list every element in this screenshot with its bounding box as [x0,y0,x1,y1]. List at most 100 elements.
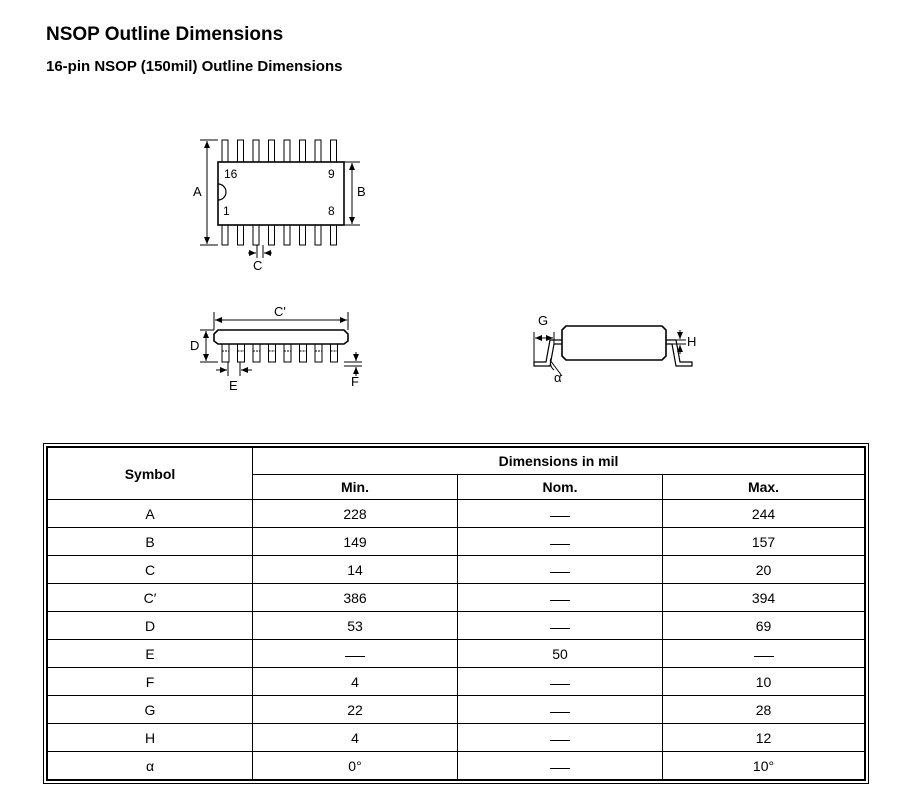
cell-nom [457,667,663,696]
cell-symbol: D [46,611,253,640]
side-pin-lead [314,343,323,363]
pin-lead [252,224,260,246]
cell-max: 12 [662,723,866,752]
cell-symbol: α [46,751,253,781]
symbol-column-header: Symbol [46,446,253,500]
not-specified-dash [550,684,570,686]
side-pin-lead [268,343,276,363]
pin-lead [268,139,275,163]
not-specified-dash [550,600,570,602]
side-pin-lead [252,343,261,363]
cell-nom [457,499,663,528]
pin-lead [330,139,337,163]
cell-max: 69 [662,611,866,640]
pin-8-label: 8 [328,204,335,218]
outline-drawing: 16 9 1 8 A B C C' D [190,139,696,393]
not-specified-dash [550,544,570,546]
cell-max: 10 [662,667,866,696]
pin-lead [330,224,337,246]
cell-nom [457,555,663,584]
dimension-b-label: B [357,184,366,199]
cell-min: 149 [252,527,458,556]
not-specified-dash [345,656,365,658]
dimensions-table: Symbol Dimensions in mil Min. Nom. Max. … [43,443,869,784]
not-specified-dash [753,656,774,658]
cell-min: 22 [252,695,458,724]
top-view: 16 9 1 8 A B C [193,139,366,273]
not-specified-dash [550,768,570,770]
pin-lead [268,224,275,246]
angle-alpha-label: α [554,370,562,385]
cell-symbol: E [46,639,253,668]
page-title: NSOP Outline Dimensions [46,24,284,45]
page-subtitle: 16-pin NSOP (150mil) Outline Dimensions [46,58,343,75]
cell-nom: 50 [457,639,663,668]
cell-min: 0° [252,751,458,781]
cell-symbol: B [46,527,253,556]
pin-lead [221,139,229,163]
table-row: C′386 394 [46,583,866,612]
side-view-pins [221,343,338,363]
cell-symbol: G [46,695,253,724]
pin1-notch [217,183,227,201]
pin-lead [237,224,244,246]
cell-nom [457,723,663,752]
end-view: G H α [533,313,696,385]
cell-min [252,639,458,668]
not-specified-dash [550,712,570,714]
cell-max: 10° [662,751,866,781]
pin-lead [314,224,322,246]
not-specified-dash [550,628,570,630]
pin-lead [283,224,291,246]
pin-lead [237,139,244,163]
cell-min: 228 [252,499,458,528]
dimension-c-label: C [253,258,262,273]
side-pin-lead [237,343,245,363]
cell-min: 4 [252,723,458,752]
dimension-g-label: G [538,313,548,328]
not-specified-dash [550,516,570,518]
dimension-c-prime-label: C' [274,304,286,319]
cell-symbol: H [46,723,253,752]
cell-max: 20 [662,555,866,584]
side-pin-lead [283,343,292,363]
left-lead [533,339,562,367]
cell-max: 157 [662,527,866,556]
nom-column-header: Nom. [457,474,663,500]
cell-nom [457,751,663,781]
pin-lead [299,224,306,246]
dimension-e-label: E [229,378,238,393]
cell-symbol: C′ [46,583,253,612]
pin-16-label: 16 [224,167,238,181]
package-body-top [217,161,345,226]
side-pin-lead [330,343,338,363]
cell-min: 4 [252,667,458,696]
dimensions-group-header: Dimensions in mil [252,446,866,475]
pin-lead [252,139,260,163]
cell-nom [457,583,663,612]
cell-nom [457,695,663,724]
cell-max [662,639,866,668]
cell-min: 14 [252,555,458,584]
dimension-h-label: H [687,334,696,349]
cell-symbol: A [46,499,253,528]
cell-max: 394 [662,583,866,612]
side-pin-lead [299,343,307,363]
min-column-header: Min. [252,474,458,500]
cell-nom [457,611,663,640]
cell-nom [457,527,663,556]
cell-max: 244 [662,499,866,528]
cell-min: 386 [252,583,458,612]
pin-lead [314,139,322,163]
package-body-side [213,329,349,345]
pin-lead [283,139,291,163]
dimension-a-label: A [193,184,202,199]
table-row: E 50 [46,639,866,668]
